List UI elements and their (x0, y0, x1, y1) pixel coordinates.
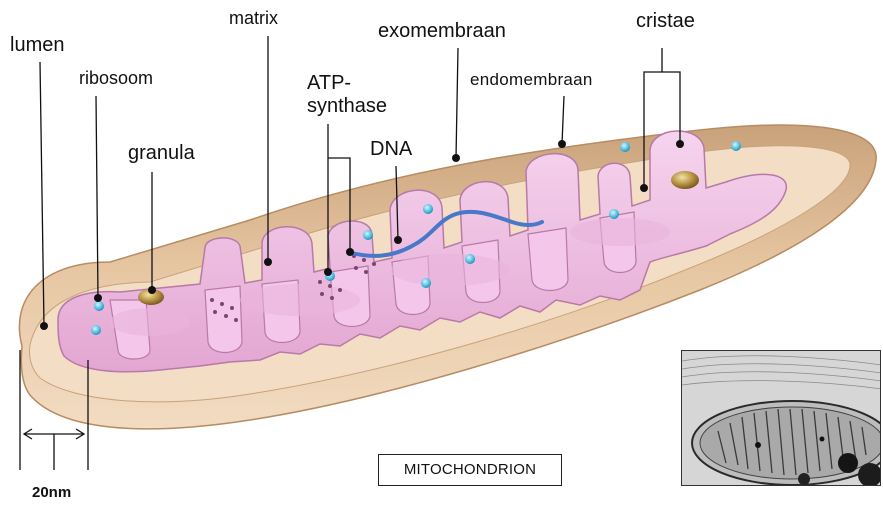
micrograph-image (682, 351, 881, 486)
label-exomembraan: exomembraan (378, 20, 506, 43)
label-atp-line1: ATP- (307, 72, 387, 95)
electron-micrograph-inset (681, 350, 881, 486)
label-ribosoom: ribosoom (79, 68, 153, 89)
label-granula: granula (128, 142, 195, 165)
granule-right (671, 171, 699, 189)
label-cristae: cristae (636, 10, 695, 33)
label-endomembraan: endomembraan (470, 70, 593, 90)
label-atp-line2: synthase (307, 95, 387, 118)
scale-label: 20nm (32, 484, 71, 501)
label-dna: DNA (370, 138, 412, 161)
label-lumen: lumen (10, 34, 64, 57)
diagram-title: MITOCHONDRION (378, 454, 562, 486)
label-matrix: matrix (229, 8, 278, 29)
label-atp-synthase: ATP- synthase (307, 72, 387, 118)
